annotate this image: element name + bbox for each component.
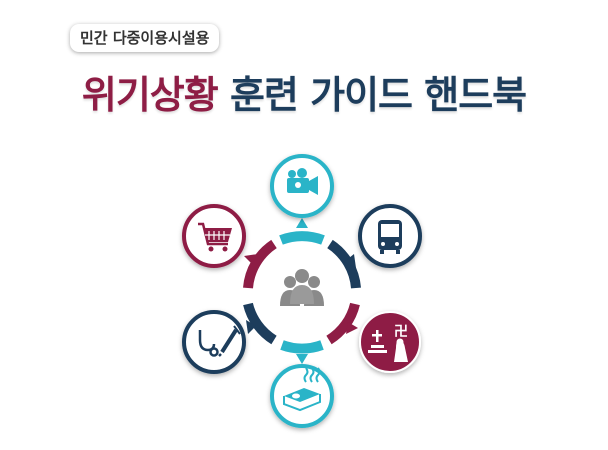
shopping-cart-icon (198, 222, 232, 252)
arrow-up (296, 218, 308, 228)
facility-diagram: 卍 (182, 154, 422, 428)
svg-text:卍: 卍 (394, 324, 408, 340)
page-title: 위기상황 훈련 가이드 핸드북 (0, 64, 608, 119)
people-group-icon (280, 269, 324, 306)
ring-segment-teal-bottom (280, 340, 324, 354)
node-video (270, 154, 334, 218)
node-bus (358, 204, 422, 268)
arrow-upper-right (344, 254, 356, 268)
category-badge: 민간 다중이용시설용 (70, 24, 220, 52)
title-rest: 훈련 가이드 핸드북 (229, 73, 527, 117)
hot-spring-bath-icon (283, 367, 321, 412)
bus-icon (378, 220, 402, 254)
arrow-upper-left (244, 254, 258, 264)
node-funeral: 卍 (359, 311, 421, 373)
badge-text: 민간 다중이용시설용 (80, 29, 210, 47)
title-accent: 위기상황 (81, 73, 219, 117)
funeral-icon: 卍 (368, 324, 408, 362)
ring-segment-maroon-right (326, 302, 360, 345)
node-shopping (182, 204, 246, 268)
video-camera-icon (287, 168, 318, 195)
medical-icon (198, 325, 241, 357)
center-ring (243, 231, 361, 354)
ring-segment-maroon-left (243, 239, 277, 289)
ring-segment-teal-top (279, 231, 325, 245)
arrow-down (296, 354, 308, 364)
node-medical (182, 310, 246, 374)
arrow-lower-left (246, 320, 256, 334)
ring-segment-navy-left (243, 302, 277, 345)
node-bath (270, 364, 334, 428)
arrow-lower-right (346, 322, 358, 334)
arrows (244, 218, 358, 364)
